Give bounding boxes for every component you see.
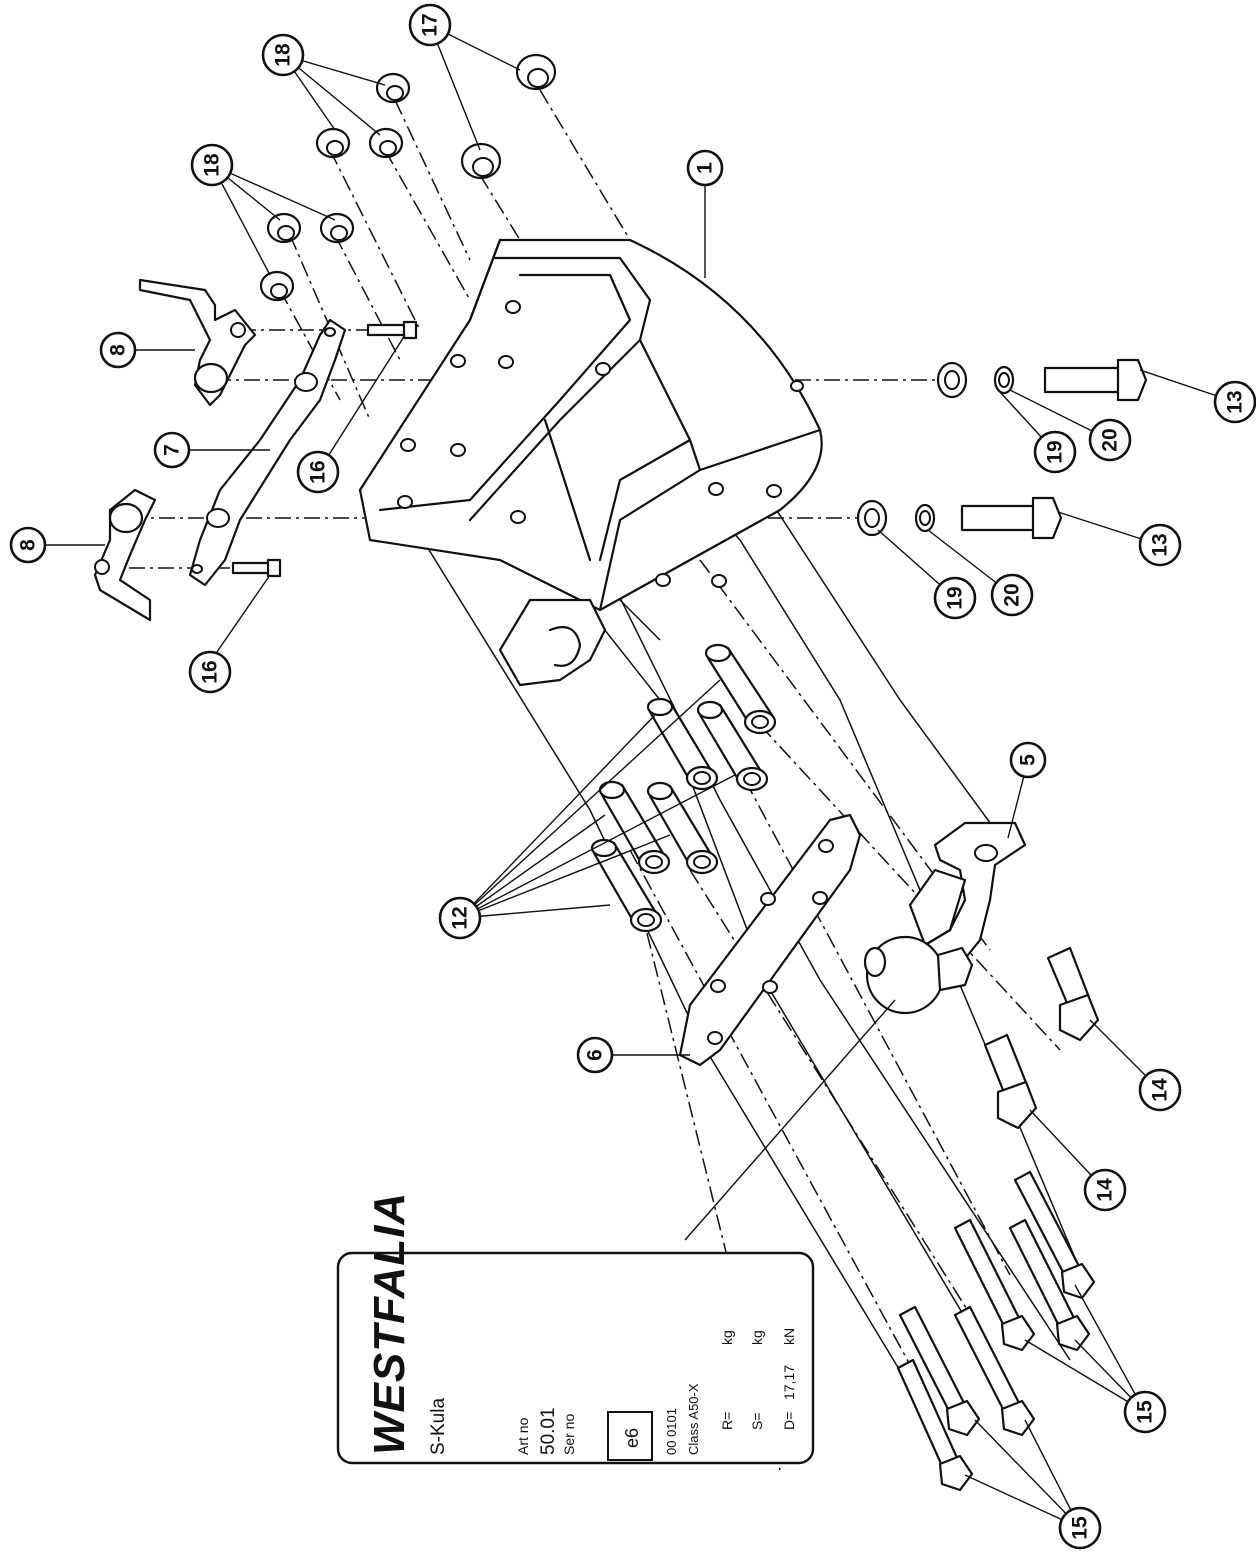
callout-label: 17 [419,13,442,36]
callout-19-left: 19 [933,576,977,620]
callout-8-top: 8 [99,331,137,369]
callout-19-right: 19 [1033,430,1077,474]
callout-20-right: 20 [1088,418,1132,462]
d-label: D= [781,1412,797,1430]
art-no-label: Art no [515,1417,531,1455]
r-label: R= [719,1412,735,1430]
s-label: S= [749,1412,765,1430]
callout-label: 16 [307,460,330,483]
r-unit: kg [719,1330,735,1345]
callout-13-left: 13 [1138,523,1182,567]
callout-label: 18 [201,153,224,177]
callout-label: 13 [1224,390,1247,413]
tow-ball-part-5 [863,821,1027,1015]
callout-label: 14 [1149,1078,1172,1102]
callout-8-bottom: 8 [9,526,47,564]
d-value: 17,17 [781,1365,797,1400]
callout-label: 8 [17,539,40,551]
brand-logo-text: WESTFALIA [365,1192,414,1455]
bolts-part-15 [896,1170,1096,1492]
callout-label: 20 [1001,583,1024,606]
callout-18-top: 18 [261,33,305,77]
callouts: 1 5 6 7 8 8 12 13 13 14 14 15 15 16 16 1… [9,3,1256,1550]
socket-flange [498,598,607,687]
callout-label: 7 [161,444,184,456]
type-plate: WESTFALIA S-Kula Art no 50.01 Ser no e6 … [336,1192,815,1465]
callout-label: 12 [449,906,472,929]
callout-label: 14 [1094,1178,1117,1202]
product-name: S-Kula [428,1398,449,1455]
clamp-part-8-top [138,278,257,407]
callout-13-right: 13 [1213,380,1256,424]
callout-18-bottom: 18 [190,143,234,187]
callout-16-top: 16 [296,450,340,494]
approval-mark: e6 [622,1428,642,1448]
callout-label: 6 [584,1049,607,1061]
callout-label: 8 [107,344,130,356]
spacer-tubes-part-12 [590,643,777,933]
mounting-plate-part-6 [678,813,862,1067]
bolt-part-16 [231,320,418,578]
callout-label: 18 [272,43,295,67]
callout-label: 5 [1017,754,1040,766]
callout-label: 15 [1134,1400,1157,1424]
callout-5: 5 [1009,741,1047,779]
callout-label: 1 [694,162,717,174]
bracket-part-7 [188,318,347,587]
callout-20-left: 20 [990,573,1034,617]
callout-12: 12 [438,896,482,940]
callout-6: 6 [576,1036,614,1074]
class-label: Class A50-X [686,1383,701,1455]
art-no-value: 50.01 [538,1407,559,1455]
callout-label: 19 [1044,440,1067,463]
nuts [259,53,557,302]
callout-7: 7 [153,431,191,469]
callout-label: 13 [1149,533,1172,556]
callout-15-right: 15 [1123,1390,1167,1434]
s-unit: kg [749,1330,765,1345]
callout-label: 16 [199,660,222,683]
frame-part-1 [358,238,823,612]
callout-17: 17 [408,3,452,47]
approval-number: 00 0101 [664,1408,679,1455]
callout-15-bottom: 15 [1058,1506,1102,1550]
callout-label: 20 [1099,428,1122,451]
d-unit: kN [781,1328,797,1345]
callout-label: 15 [1069,1516,1092,1540]
callout-16-bottom: 16 [188,650,232,694]
callout-1: 1 [686,149,724,187]
callout-14-left: 14 [1083,1168,1127,1212]
clamp-part-8-bottom [93,488,157,622]
callout-14-right: 14 [1138,1068,1182,1112]
callout-label: 19 [944,586,967,609]
washers-and-bolts-13 [856,358,1148,540]
ser-no-label: Ser no [561,1414,577,1455]
bolts-part-14 [983,946,1100,1130]
